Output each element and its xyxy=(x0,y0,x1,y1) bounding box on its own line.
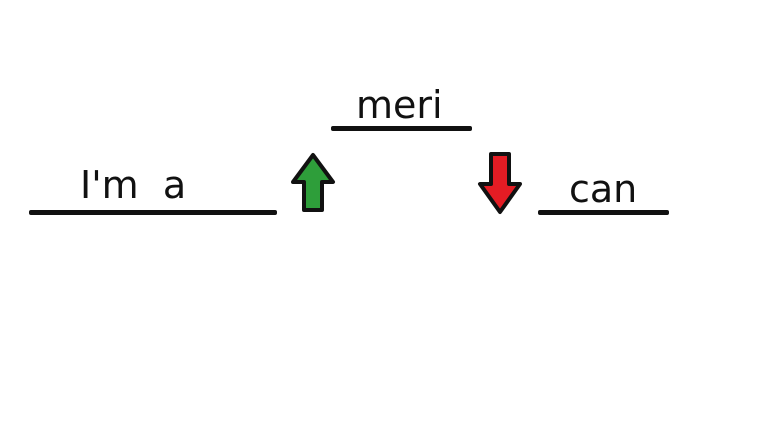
baseline-left xyxy=(29,210,277,215)
word-left: I'm a xyxy=(80,163,187,207)
arrow-down-shape xyxy=(478,152,522,214)
word-right: can xyxy=(569,167,638,211)
baseline-middle xyxy=(331,126,472,131)
arrow-up-shape xyxy=(291,153,335,212)
arrow-down-icon xyxy=(478,152,522,214)
word-middle: meri xyxy=(356,83,443,127)
baseline-right xyxy=(538,210,669,215)
arrow-up-icon xyxy=(291,153,335,212)
